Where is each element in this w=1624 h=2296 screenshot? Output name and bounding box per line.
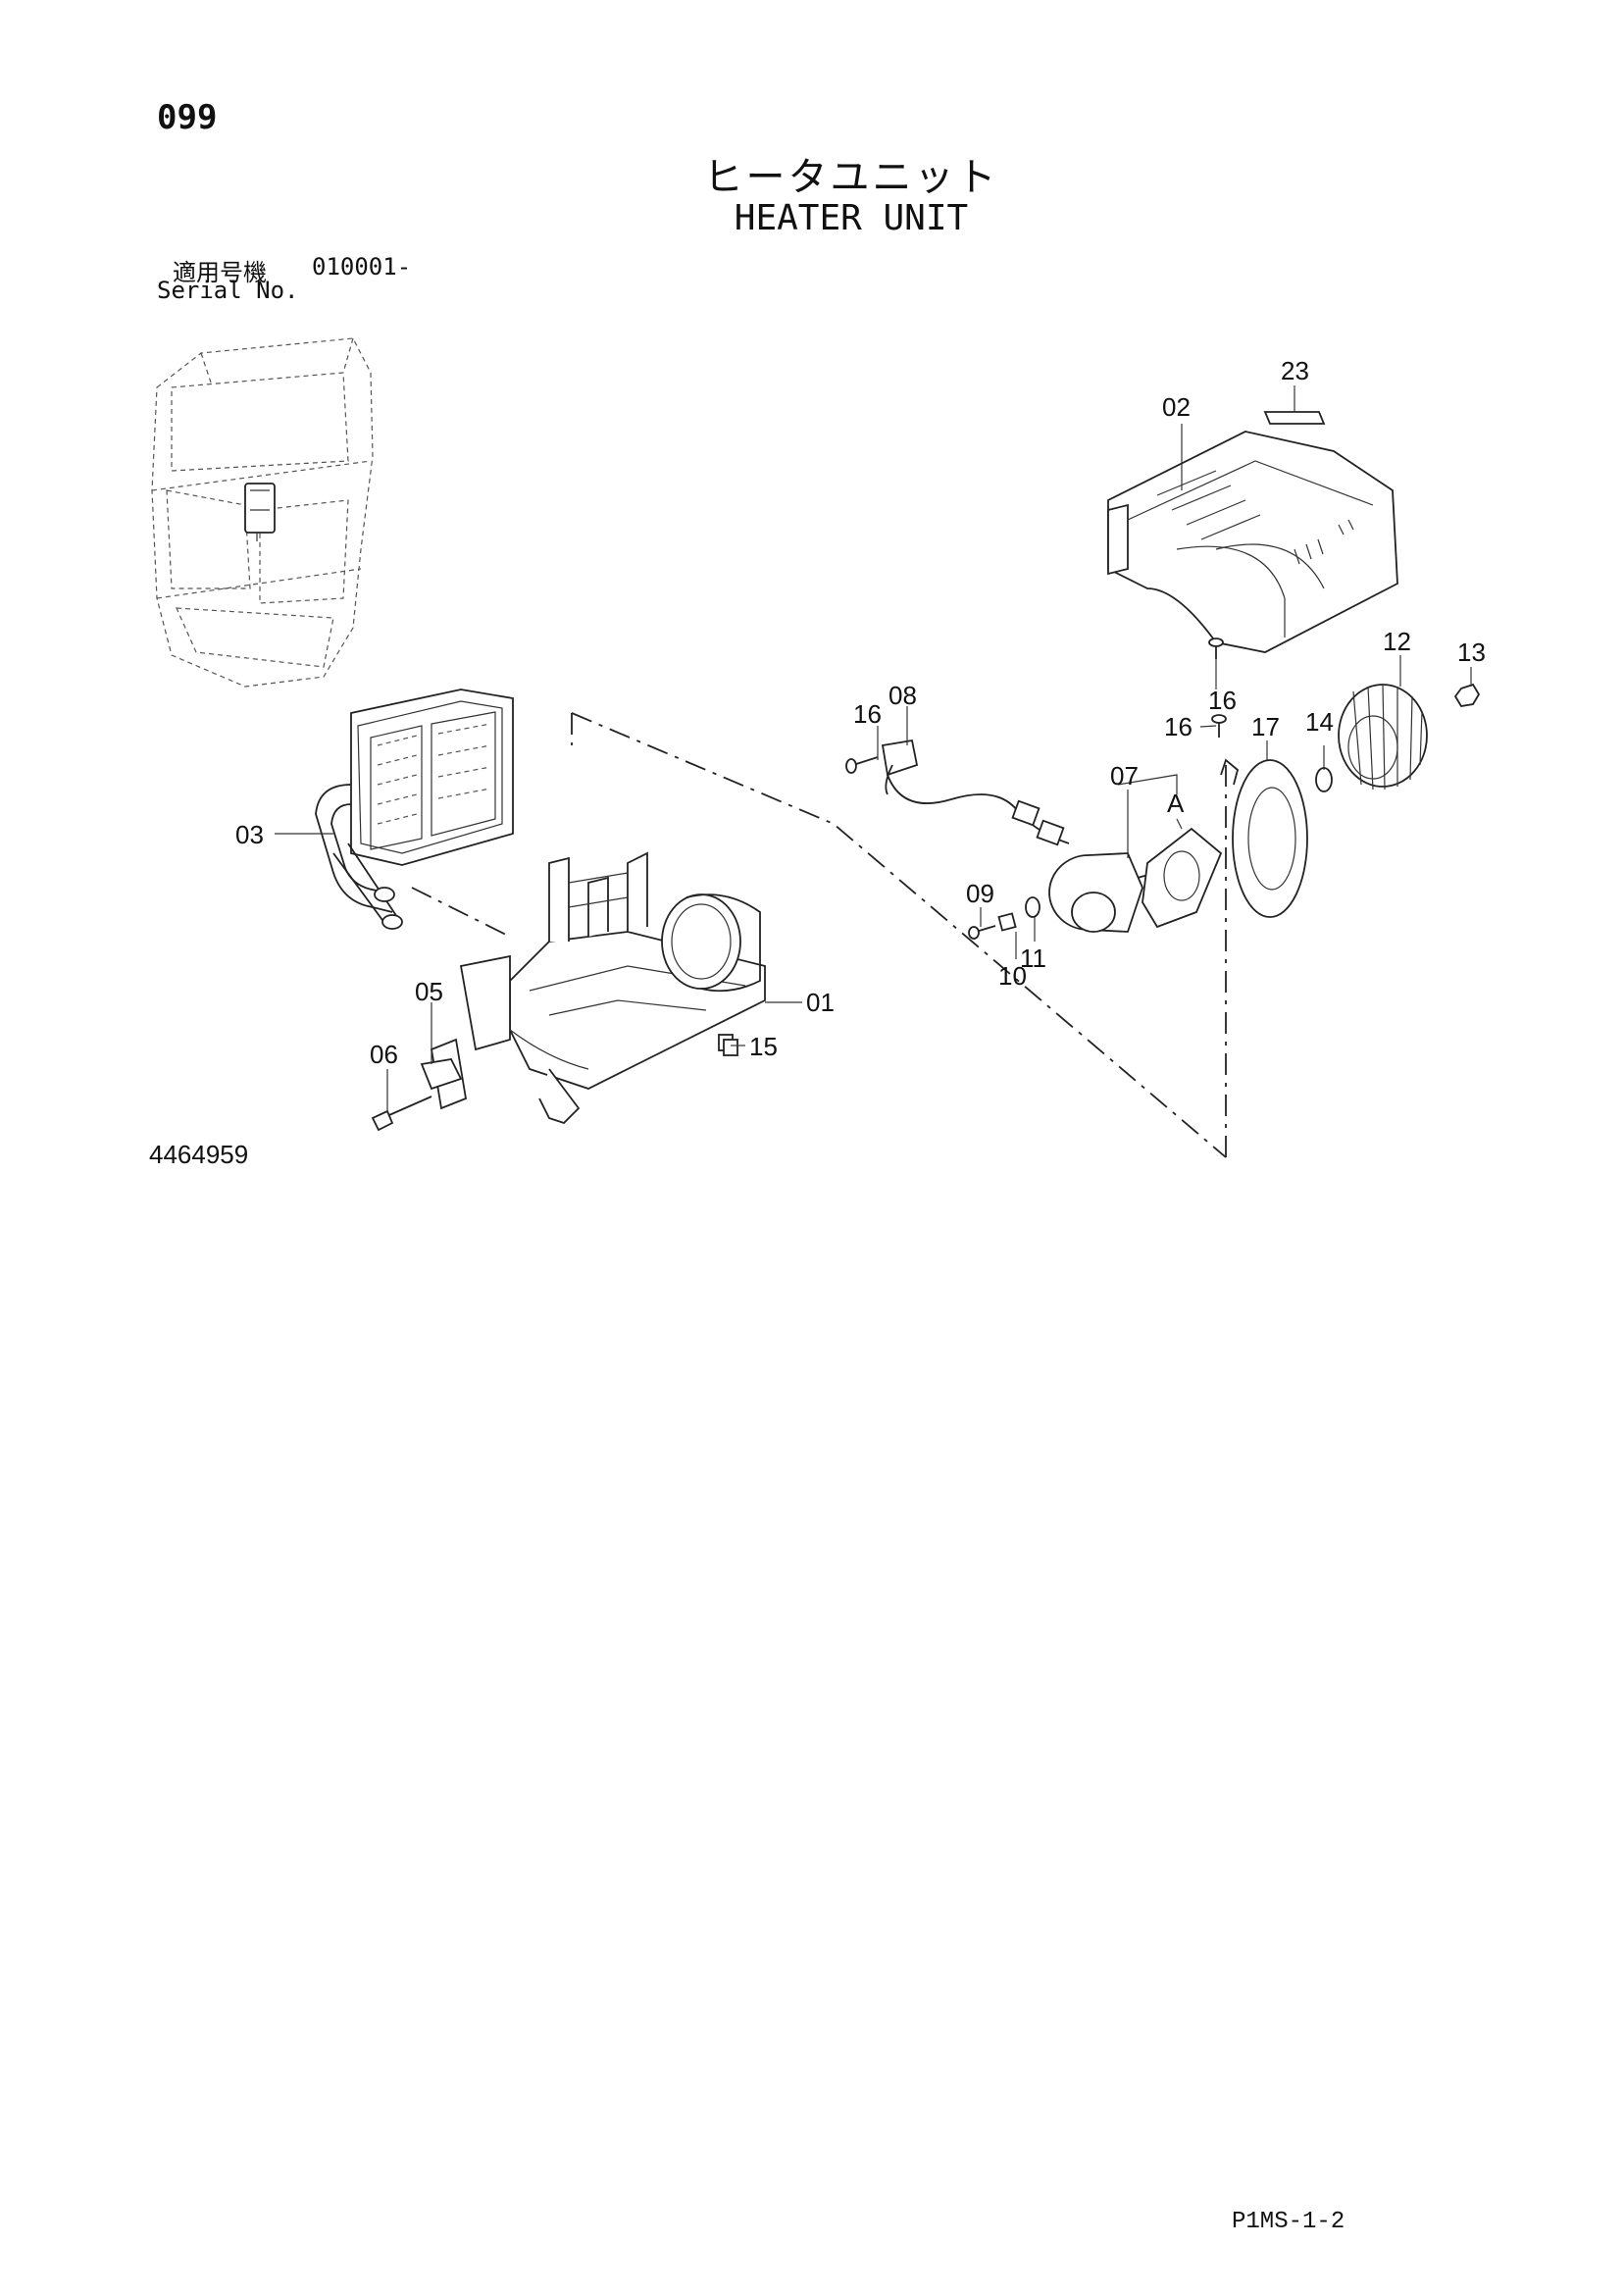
label-plate xyxy=(1263,411,1326,425)
callout-17: 17 xyxy=(1251,712,1280,741)
callout-05: 05 xyxy=(415,977,443,1006)
title-english: HEATER UNIT xyxy=(734,198,969,238)
callout-06: 06 xyxy=(370,1040,398,1069)
blower-motor xyxy=(1048,774,1178,933)
heater-cover xyxy=(1107,431,1398,653)
assembly-line-lower xyxy=(411,887,511,938)
callout-16-harness: 16 xyxy=(853,699,882,729)
callout-01: 01 xyxy=(806,988,835,1017)
callout-23: 23 xyxy=(1281,356,1309,385)
callout-16-cover: 16 xyxy=(1208,686,1237,715)
callout-14: 14 xyxy=(1305,707,1334,737)
callout-15: 15 xyxy=(749,1032,778,1061)
callout-10: 10 xyxy=(998,961,1027,991)
serial-number-value: 010001- xyxy=(312,253,412,281)
callout-03: 03 xyxy=(235,820,264,849)
callout-07: 07 xyxy=(1110,761,1139,791)
callout-09: 09 xyxy=(966,879,994,908)
case-clip xyxy=(723,1039,738,1056)
fan-nut xyxy=(1453,683,1481,707)
screws xyxy=(845,638,1227,774)
callout-A: A xyxy=(1167,789,1185,818)
blower-fan xyxy=(1338,684,1428,791)
motor-gasket xyxy=(1142,827,1223,929)
wire-harness xyxy=(881,739,1070,846)
assembly-line-upper xyxy=(571,712,1227,1158)
fan-housing xyxy=(1220,758,1308,918)
callout-11: 11 xyxy=(1020,944,1046,973)
leader-lines xyxy=(275,385,1472,1113)
bracket-and-bolt xyxy=(371,1038,468,1132)
callout-13: 13 xyxy=(1457,638,1486,667)
page-number: 099 xyxy=(157,98,218,137)
heater-case xyxy=(459,851,766,1125)
callout-12: 12 xyxy=(1383,627,1411,656)
heater-core xyxy=(315,689,514,930)
cab-location-sketch xyxy=(151,337,374,688)
callout-02: 02 xyxy=(1162,392,1191,422)
serial-label-japanese: 適用号機 xyxy=(173,259,267,286)
drawing-number: 4464959 xyxy=(149,1140,249,1169)
callout-16-housing: 16 xyxy=(1164,712,1193,741)
small-fasteners xyxy=(968,896,1040,940)
title-japanese: ヒータユニット xyxy=(703,155,999,200)
washer xyxy=(1315,767,1333,792)
callout-08: 08 xyxy=(888,681,917,710)
serial-label-english: Serial No. xyxy=(157,277,299,304)
page-code: P1MS-1-2 xyxy=(1232,2209,1345,2235)
